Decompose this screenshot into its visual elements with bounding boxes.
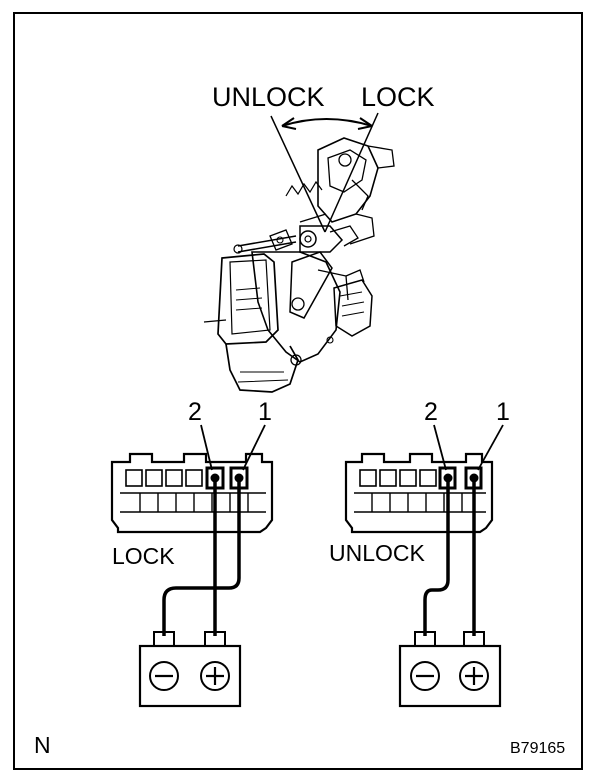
- pin-2-label-lock: 2: [188, 398, 202, 426]
- arrowhead-lock: [357, 117, 373, 130]
- lead-negative-unlock: [423, 478, 450, 636]
- door-lock-assembly-illustration: [203, 112, 395, 393]
- connector-housing: [344, 452, 494, 534]
- motor-body: [217, 253, 279, 345]
- connector-caption-lock: LOCK: [112, 543, 175, 569]
- minus-icon: [149, 661, 179, 691]
- pin-1-label-unlock: 1: [496, 398, 510, 426]
- plus-icon: [459, 661, 489, 691]
- connector-caption-unlock: UNLOCK: [329, 540, 425, 566]
- plus-icon: [200, 661, 230, 691]
- lock-direction-label: LOCK: [361, 82, 435, 112]
- figure-frame: [13, 12, 583, 770]
- unlock-direction-label: UNLOCK: [212, 82, 325, 112]
- connector-housing: [110, 452, 274, 534]
- figure-id: B79165: [510, 740, 566, 757]
- battery-unlock-side: [398, 631, 502, 708]
- lead-negative-lock: [162, 478, 241, 636]
- corner-mark: N: [34, 732, 51, 758]
- pin-2-label-unlock: 2: [424, 398, 438, 426]
- arrowhead-unlock: [281, 117, 297, 130]
- connector-lock-side: [110, 452, 274, 534]
- unlock-indicator-line: [270, 115, 326, 233]
- lock-indicator-line: [324, 112, 379, 233]
- pin-1-label-lock: 1: [258, 398, 272, 426]
- battery-lock-side: [138, 631, 242, 708]
- rotation-arrow-arc: [281, 118, 373, 127]
- connector-unlock-side: [344, 452, 494, 534]
- minus-icon: [410, 661, 440, 691]
